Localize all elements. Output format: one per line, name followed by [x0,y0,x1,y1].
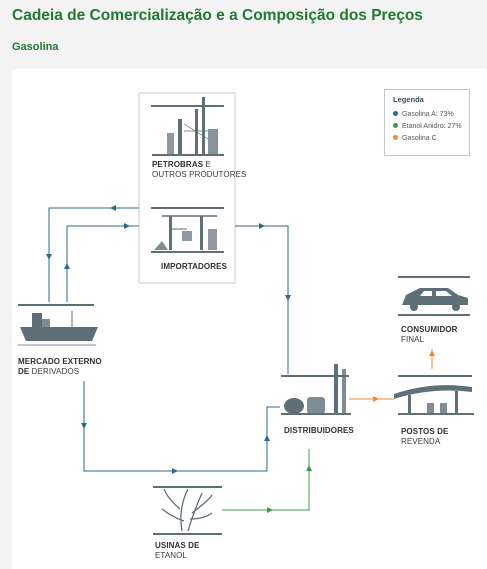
mercado-label-line1: MERCADO EXTERNO [18,357,102,366]
legend: Legenda Gasolina A: 73% Etanol Anidro: 2… [384,89,470,156]
mercado-label: MERCADO EXTERNO DE DERIVADOS [18,357,102,377]
green-arrowheads [267,465,312,513]
petrobras-label-line1-rest: E [203,160,211,169]
usinas-label-line2: ETANOL [155,551,188,560]
producers-frame [138,92,236,284]
legend-item-etanol: Etanol Anidro: 27% [393,122,469,134]
petrobras-label-line1: PETROBRAS [152,160,204,169]
page-title: Cadeia de Comercialização e a Composição… [12,7,423,24]
blue-arrowheads [46,205,291,474]
legend-dot-green [393,122,398,128]
crane-icon [151,207,224,253]
postos-label-line2: REVENDA [401,437,441,446]
consumidor-label-line2: FINAL [401,335,425,344]
petrobras-label-line2: OUTROS PRODUTORES [152,170,247,179]
refinery-icon [151,97,224,156]
postos-label-line1: POSTOS DE [401,427,449,436]
usinas-label: USINAS DE ETANOL [155,541,199,561]
legend-item-gasolina-a: Gasolina A: 73% [393,110,469,122]
ship-icon [18,304,98,346]
car-icon [398,276,470,316]
legend-label-gasolina-c: Gasolina C [402,135,437,142]
mercado-label-line2-rest: DERIVADOS [29,367,80,376]
petrobras-label: PETROBRAS E OUTROS PRODUTORES [152,160,246,180]
legend-dot-orange [393,134,398,140]
gas-station-icon [394,375,474,415]
page-subtitle: Gasolina [12,41,59,53]
legend-dot-blue [393,110,398,116]
blue-flows [48,207,289,472]
orange-arrowheads [373,350,435,402]
tanks-icon [281,364,351,415]
importadores-label-line1: IMPORTADORES [161,262,227,271]
legend-title: Legenda [393,95,424,104]
consumidor-label: CONSUMIDOR FINAL [401,325,458,345]
flow-diagram [18,92,474,535]
legend-label-etanol: Etanol Anidro: 27% [402,123,462,130]
importadores-label: IMPORTADORES [161,262,227,272]
usinas-label-line1: USINAS DE [155,541,200,550]
legend-label-gasolina-a: Gasolina A: 73% [402,111,454,118]
consumidor-label-line1: CONSUMIDOR [401,325,458,334]
legend-item-gasolina-c: Gasolina C [393,134,469,146]
sugarcane-icon [153,486,222,535]
green-flows [222,449,310,511]
distribuidores-label: DISTRIBUIDORES [284,426,354,436]
diagram-canvas: PETROBRAS E OUTROS PRODUTORES IMPORTADOR… [12,69,487,569]
mercado-label-line2-bold: DE [18,367,30,376]
postos-label: POSTOS DE REVENDA [401,427,448,447]
distribuidores-label-line1: DISTRIBUIDORES [284,426,354,435]
